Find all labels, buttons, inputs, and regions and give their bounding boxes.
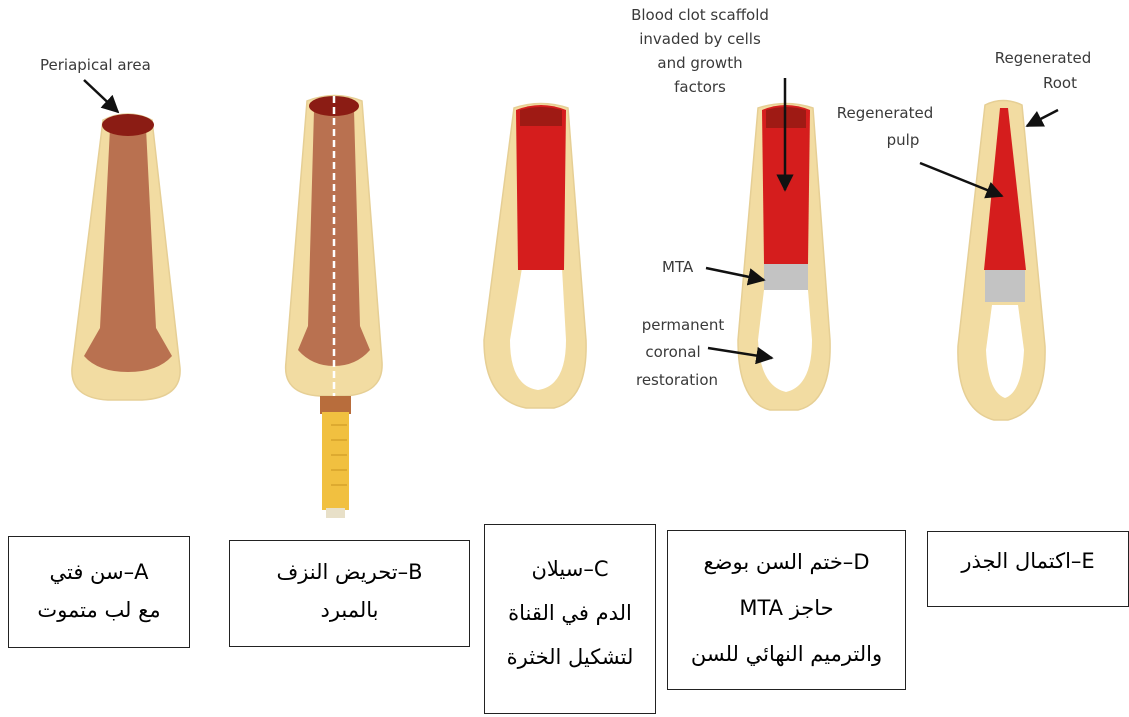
svg-text:Blood clot scaffold: Blood clot scaffold (631, 6, 769, 24)
label-blood-clot: Blood clot scaffold invaded by cells and… (631, 6, 769, 96)
caption-e-line-1: E–اكتمال الجذر (928, 542, 1128, 580)
svg-text:restoration: restoration (636, 371, 718, 389)
label-mta: MTA (662, 258, 694, 276)
arrow-periapical (84, 80, 118, 112)
label-restoration: permanent coronal restoration (636, 316, 724, 389)
file-handle-top (320, 396, 351, 414)
mta-barrier-e (985, 270, 1025, 302)
svg-text:and growth: and growth (657, 54, 742, 72)
caption-a: A–سن فتي مع لب متموت (8, 536, 190, 648)
svg-text:invaded by cells: invaded by cells (639, 30, 761, 48)
caption-a-line-1: A–سن فتي (9, 553, 189, 591)
caption-d: D–ختم السن بوضع حاجز MTA والترميم النهائ… (667, 530, 906, 690)
svg-text:Regenerated: Regenerated (995, 49, 1091, 67)
file-handle (322, 412, 349, 510)
caption-c: C–سيلان الدم في القناة لتشكيل الخثرة (484, 524, 656, 714)
tooth-c (484, 104, 586, 409)
label-regenerated-pulp: Regenerated pulp (837, 104, 933, 149)
caption-d-line-2: حاجز MTA (668, 585, 905, 631)
svg-text:pulp: pulp (887, 131, 920, 149)
caption-e: E–اكتمال الجذر (927, 531, 1129, 607)
caption-b: B–تحريض النزف بالمبرد (229, 540, 470, 647)
pulp-regeneration-diagram: Periapical area Blood clot scaffold inva… (0, 0, 1129, 520)
caption-c-line-3: لتشكيل الخثرة (485, 635, 655, 679)
label-regenerated-root: Regenerated Root (995, 49, 1091, 92)
mta-barrier-d (764, 264, 808, 290)
tooth-e (958, 101, 1045, 421)
svg-text:Root: Root (1043, 74, 1077, 92)
arrow-regenerated-root (1027, 110, 1058, 126)
caption-c-line-2: الدم في القناة (485, 591, 655, 635)
caption-a-line-2: مع لب متموت (9, 591, 189, 629)
periapical-lesion-a (102, 114, 154, 136)
caption-b-line-2: بالمبرد (230, 591, 469, 629)
svg-text:permanent: permanent (642, 316, 725, 334)
caption-d-line-1: D–ختم السن بوضع (668, 539, 905, 585)
blood-clot-c (516, 105, 566, 270)
tooth-a (72, 114, 180, 400)
caption-b-line-1: B–تحريض النزف (230, 553, 469, 591)
svg-text:Regenerated: Regenerated (837, 104, 933, 122)
caption-c-line-1: C–سيلان (485, 547, 655, 591)
label-periapical: Periapical area (40, 56, 151, 74)
svg-text:factors: factors (674, 78, 726, 96)
svg-text:coronal: coronal (645, 343, 700, 361)
caption-d-line-3: والترميم النهائي للسن (668, 631, 905, 677)
tooth-b (286, 96, 382, 519)
